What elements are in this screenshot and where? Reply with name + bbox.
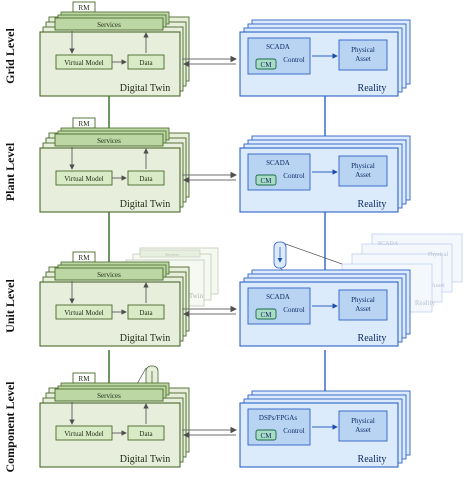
cm-badge <box>255 58 277 70</box>
level-label: Grid Level <box>3 28 17 84</box>
data-label: Data <box>139 175 153 183</box>
ghost-services-label: Services <box>165 252 179 257</box>
data-label: Data <box>139 59 153 67</box>
rm-label: RM <box>79 4 91 12</box>
data-label: Data <box>139 309 153 317</box>
cm-label: CM <box>261 61 273 69</box>
services-bar <box>54 388 164 402</box>
services-label: Services <box>97 21 121 29</box>
virtual-model-label: Virtual Model <box>64 175 103 183</box>
physical-asset-box <box>338 289 388 321</box>
data-label: Data <box>139 430 153 438</box>
ghost-reality-label: Reality <box>415 299 436 307</box>
data-box <box>127 170 165 186</box>
rm-label: RM <box>79 375 91 383</box>
rm-label: RM <box>79 120 91 128</box>
cm-label: CM <box>261 432 273 440</box>
control-label: Control <box>283 172 304 180</box>
cm-label: CM <box>261 311 273 319</box>
cm-label: CM <box>261 177 273 185</box>
ghost-asset-label: Asset <box>431 283 445 289</box>
reality-title: Reality <box>358 83 387 94</box>
control-label: Control <box>283 56 304 64</box>
data-box <box>127 425 165 441</box>
control-label: Control <box>283 306 304 314</box>
virtual-model-label: Virtual Model <box>64 59 103 67</box>
services-label: Services <box>97 271 121 279</box>
data-box <box>127 54 165 70</box>
level-label: Unit Level <box>3 279 17 333</box>
physical-asset-box <box>338 410 388 442</box>
physical-asset-box <box>338 155 388 187</box>
level-label: Component Level <box>3 381 17 473</box>
virtual-model-label: Virtual Model <box>64 430 103 438</box>
digital-twin-title: Digital Twin <box>120 454 171 465</box>
reality-title: Reality <box>358 454 387 465</box>
control-label: Control <box>283 427 304 435</box>
control-system-label: SCADA <box>266 293 290 301</box>
reality-title: Reality <box>358 333 387 344</box>
data-box <box>127 304 165 320</box>
services-bar <box>54 133 164 147</box>
cm-badge <box>255 308 277 320</box>
cm-badge <box>255 429 277 441</box>
services-label: Services <box>97 392 121 400</box>
control-system-label: SCADA <box>266 159 290 167</box>
services-bar <box>54 267 164 281</box>
services-bar <box>54 17 164 31</box>
control-system-label: SCADA <box>266 43 290 51</box>
ghost-physical-label: Physical <box>428 252 449 258</box>
digital-twin-title: Digital Twin <box>120 83 171 94</box>
rm-label: RM <box>79 254 91 262</box>
virtual-model-label: Virtual Model <box>64 309 103 317</box>
physical-asset-box <box>338 39 388 71</box>
digital-twin-title: Digital Twin <box>120 333 171 344</box>
level-label: Plant Level <box>3 142 17 201</box>
digital-twin-title: Digital Twin <box>120 199 171 210</box>
control-system-label: DSPs/FPGAs <box>259 414 297 422</box>
cm-badge <box>255 174 277 186</box>
ghost-twin-label: Twin <box>189 292 204 300</box>
services-label: Services <box>97 137 121 145</box>
reality-title: Reality <box>358 199 387 210</box>
ghost-scada-label: SCADA <box>378 241 399 247</box>
